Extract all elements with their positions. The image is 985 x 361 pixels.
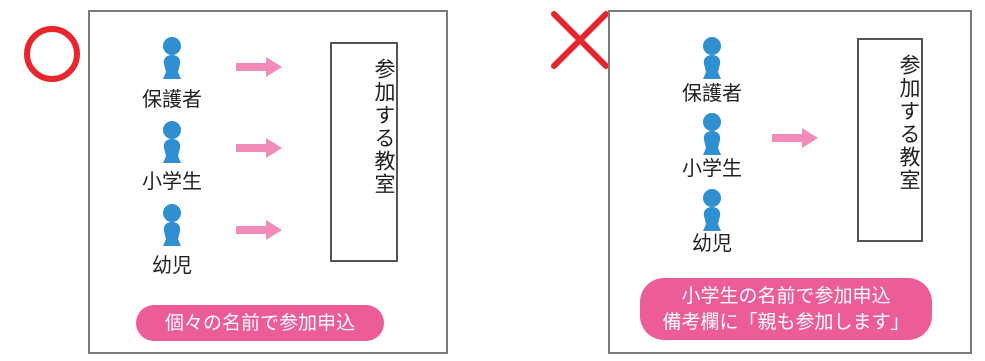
classroom-box: 参加する教室: [857, 38, 923, 242]
person-label-guardian: 保護者: [682, 81, 742, 105]
classroom-label: 参加する教室: [897, 54, 921, 192]
person-icon: [163, 121, 181, 163]
arrow-right-icon: [236, 220, 282, 240]
arrow-right-icon: [772, 128, 818, 148]
note-line-2: 備考欄に「親も参加します」: [662, 311, 910, 333]
person-icon: [163, 204, 181, 246]
arrow-right-icon: [236, 57, 282, 77]
classroom-box: 参加する教室: [330, 42, 398, 262]
person-icon: [163, 37, 181, 79]
arrow-right-icon: [236, 138, 282, 158]
cross-ng-mark-icon: [551, 11, 609, 69]
note-pill: 個々の名前で参加申込: [136, 305, 384, 341]
person-label-infant: 幼児: [152, 253, 192, 277]
person-icon: [703, 37, 721, 79]
circle-ok-mark-icon: [24, 26, 80, 82]
person-label-student: 小学生: [682, 156, 742, 180]
person-icon: [703, 189, 721, 231]
person-label-student: 小学生: [142, 169, 202, 193]
person-label-infant: 幼児: [692, 231, 732, 255]
person-label-guardian: 保護者: [142, 87, 202, 111]
note-line-1: 小学生の名前で参加申込: [681, 285, 891, 307]
classroom-label: 参加する教室: [372, 58, 396, 196]
person-icon: [703, 113, 721, 155]
note-pill: 小学生の名前で参加申込 備考欄に「親も参加します」: [640, 278, 932, 340]
